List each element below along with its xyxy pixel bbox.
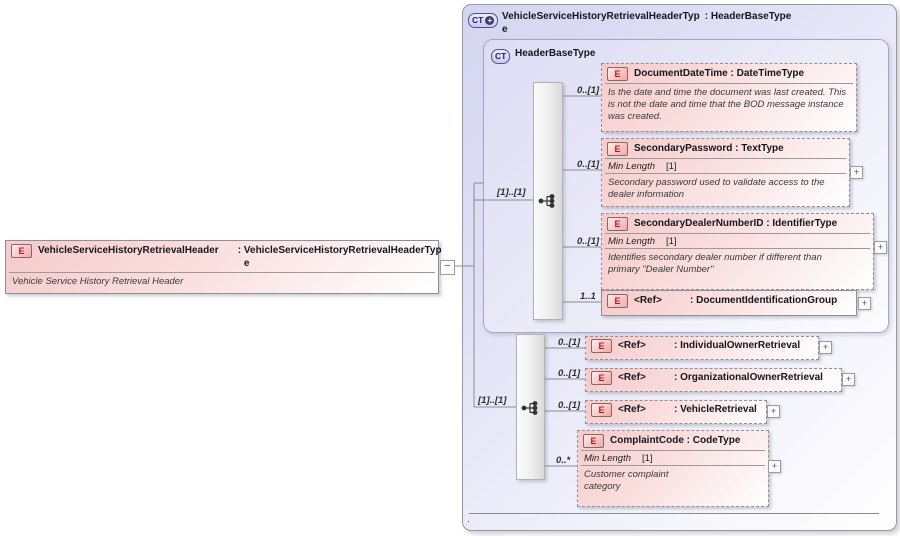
element-box-individual-owner-retrieval[interactable]: E <Ref>: IndividualOwnerRetrieval [585, 336, 819, 360]
cardinality-label: 0..[1] [558, 368, 581, 379]
base-type-icon: CT [491, 46, 511, 64]
element-annotation: Customer complaint category [584, 469, 669, 492]
base-type-title: HeaderBaseType [515, 47, 595, 60]
expand-icon[interactable]: + [874, 241, 887, 254]
element-type: OrganizationalOwnerRetrieval [680, 372, 823, 383]
element-type: IndividualOwnerRetrieval [680, 340, 801, 351]
complex-type-title: VehicleServiceHistoryRetrievalHeaderType… [502, 10, 791, 36]
colon: : [690, 295, 697, 306]
cardinality-label: 0..* [556, 455, 571, 466]
element-annotation: Is the date and time the document was la… [608, 87, 847, 122]
element-box-vehicle-retrieval[interactable]: E <Ref>: VehicleRetrieval [585, 400, 767, 424]
facet-label: Min Length [608, 236, 656, 247]
ct-icon-label: CT [495, 51, 507, 61]
complex-type-name: VehicleServiceHistoryRetrievalHeaderType [502, 11, 700, 35]
expand-icon[interactable]: + [850, 166, 863, 179]
cardinality-label: [1]..[1] [478, 395, 507, 406]
element-annotation: Identifies secondary dealer number if di… [608, 252, 822, 275]
cardinality-label: 0..[1] [577, 236, 600, 247]
colon: : [732, 143, 742, 154]
element-name: <Ref> [634, 295, 662, 306]
colon: : [674, 404, 681, 415]
element-icon: E [591, 339, 612, 353]
element-icon: E [607, 294, 628, 308]
element-icon: E [591, 403, 612, 417]
element-type: VehicleRetrieval [680, 404, 757, 415]
element-icon: E [607, 67, 628, 81]
facet-value: [1] [666, 236, 677, 247]
element-type: DocumentIdentificationGroup [696, 295, 838, 306]
expand-icon[interactable]: + [768, 460, 781, 473]
divider [605, 233, 870, 234]
sequence-icon [521, 401, 538, 415]
element-type: TextType [741, 143, 784, 154]
divider [605, 158, 846, 159]
cardinality-label: 0..[1] [577, 159, 600, 170]
base-type-name: HeaderBaseType [515, 48, 596, 59]
colon: : [727, 68, 737, 79]
complex-type-base: HeaderBaseType [710, 11, 792, 22]
colon: : [763, 218, 773, 229]
cardinality-label: 0..[1] [577, 85, 600, 96]
colon: : [674, 372, 681, 383]
divider [605, 173, 846, 174]
divider [9, 272, 435, 273]
element-box-complaint-code[interactable]: E ComplaintCode : CodeType Min Length [1]… [577, 430, 769, 507]
cardinality-label: 1..1 [580, 291, 596, 302]
cardinality-label: 0..[1] [558, 400, 581, 411]
root-element-box[interactable]: E VehicleServiceHistoryRetrievalHeader :… [5, 240, 442, 294]
element-annotation: Vehicle Service History Retrieval Header [12, 276, 184, 287]
element-icon: E [607, 217, 628, 231]
element-name: SecondaryPassword [634, 143, 733, 154]
sequence-compositor[interactable] [533, 82, 563, 320]
divider [605, 248, 870, 249]
element-icon: E [607, 142, 628, 156]
element-name: VehicleServiceHistoryRetrievalHeader [38, 245, 219, 256]
type-annotation-text: . [467, 514, 470, 525]
expand-icon[interactable]: + [858, 297, 871, 310]
element-type: VehicleServiceHistoryRetrievalHeaderType [243, 245, 442, 269]
element-name: <Ref> [618, 340, 646, 351]
element-box-secondary-password[interactable]: E SecondaryPassword : TextType Min Lengt… [601, 138, 850, 207]
complex-type-icon: CT+ [468, 10, 499, 28]
element-box-secondary-dealer-number-id[interactable]: E SecondaryDealerNumberID : IdentifierTy… [601, 213, 874, 290]
expand-icon[interactable]: + [842, 373, 855, 386]
element-name: ComplaintCode [610, 435, 684, 446]
cardinality-label: 0..[1] [558, 337, 581, 348]
derived-plus-icon: + [485, 16, 495, 25]
divider [605, 83, 853, 84]
colon: : [702, 11, 711, 22]
element-name: <Ref> [618, 404, 646, 415]
element-box-organizational-owner-retrieval[interactable]: E <Ref>: OrganizationalOwnerRetrieval [585, 368, 842, 392]
facet-value: [1] [642, 453, 653, 464]
element-icon: E [583, 434, 604, 448]
cardinality-label: [1]..[1] [497, 187, 526, 198]
ct-icon-label: CT [472, 15, 484, 25]
divider [581, 450, 765, 451]
colon: : [235, 245, 244, 256]
element-icon: E [591, 371, 612, 385]
element-box-document-date-time[interactable]: E DocumentDateTime : DateTimeType Is the… [601, 63, 857, 132]
element-name: SecondaryDealerNumberID [634, 218, 764, 229]
expand-icon[interactable]: + [767, 405, 780, 418]
colon: : [674, 340, 681, 351]
element-icon: E [11, 244, 32, 258]
element-box-document-identification-group[interactable]: E <Ref>: DocumentIdentificationGroup [601, 290, 857, 316]
element-type: CodeType [692, 435, 741, 446]
element-type: DateTimeType [736, 68, 805, 79]
element-type: IdentifierType [772, 218, 838, 229]
facet-value: [1] [666, 161, 677, 172]
element-annotation: Secondary password used to validate acce… [608, 177, 825, 200]
element-name: <Ref> [618, 372, 646, 383]
type-annotation-separator [469, 513, 879, 514]
expand-icon[interactable]: + [819, 341, 832, 354]
divider [581, 465, 765, 466]
sequence-compositor[interactable] [516, 334, 545, 480]
element-name: DocumentDateTime [634, 68, 728, 79]
colon: : [683, 435, 693, 446]
sequence-icon [538, 194, 555, 208]
facet-label: Min Length [608, 161, 656, 172]
facet-label: Min Length [584, 453, 632, 464]
collapse-icon[interactable]: − [440, 260, 455, 275]
